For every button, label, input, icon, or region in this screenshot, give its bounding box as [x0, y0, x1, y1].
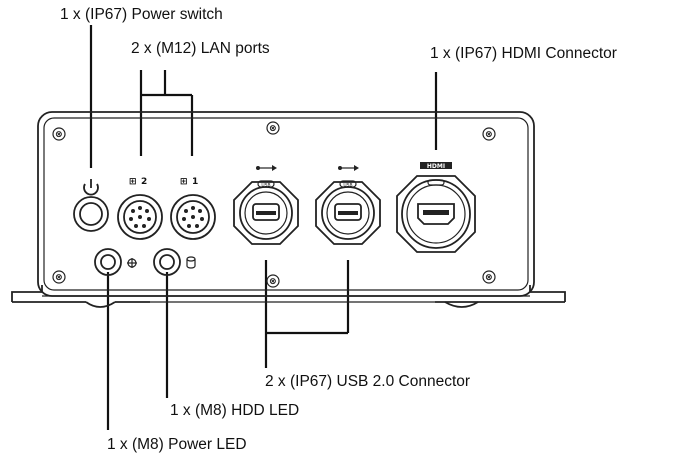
usb-icon	[338, 165, 359, 171]
label-hdd-led: 1 x (M8) HDD LED	[170, 402, 299, 419]
power-led-icon	[127, 258, 137, 268]
label-usb: 2 x (IP67) USB 2.0 Connector	[265, 373, 470, 390]
power-icon	[83, 179, 99, 196]
usb-1-port-label: USB	[261, 183, 270, 189]
network-icon: ⊞	[180, 177, 188, 187]
front-panel-outer	[37, 111, 535, 297]
lan-2-number: 2	[141, 177, 147, 187]
leader-lines	[89, 25, 438, 430]
hdmi-mark: HDMI	[427, 163, 445, 170]
svg-text:⊗: ⊗	[269, 124, 277, 134]
right-foot	[529, 285, 566, 302]
svg-text:⊗: ⊗	[269, 277, 277, 287]
hdmi-icon: HDMI	[420, 162, 452, 170]
svg-text:⊗: ⊗	[55, 130, 63, 140]
label-power-switch: 1 x (IP67) Power switch	[60, 6, 223, 23]
svg-text:⊗: ⊗	[485, 130, 493, 140]
label-power-led: 1 x (M8) Power LED	[107, 436, 247, 453]
lan-port-1: ⊞ 1	[170, 177, 216, 240]
label-lan-ports: 2 x (M12) LAN ports	[131, 40, 270, 57]
power-switch	[73, 179, 109, 232]
right-foot-bump	[444, 301, 479, 308]
chassis: ⊗ ⊗ ⊗ ⊗ ⊗ ⊗	[11, 111, 566, 308]
left-foot-bump	[85, 301, 116, 308]
hdmi-connector: HDMI	[396, 162, 476, 253]
usb-connector-2: USB	[315, 165, 381, 245]
front-panel-inner	[43, 117, 529, 291]
svg-text:⊗: ⊗	[55, 273, 63, 283]
corner-screws: ⊗ ⊗ ⊗ ⊗ ⊗ ⊗	[52, 121, 496, 288]
lan-1-number: 1	[192, 177, 198, 187]
hdd-led	[153, 248, 196, 276]
power-led	[94, 248, 137, 276]
hdd-icon	[186, 256, 196, 269]
network-icon: ⊞	[129, 177, 137, 187]
lan-port-2: ⊞ 2	[117, 177, 163, 240]
label-hdmi: 1 x (IP67) HDMI Connector	[430, 45, 617, 62]
left-foot	[11, 285, 43, 302]
usb-2-port-label: USB	[343, 183, 352, 189]
usb-icon	[256, 165, 277, 171]
svg-text:⊗: ⊗	[485, 273, 493, 283]
usb-connector-1: USB	[233, 165, 299, 245]
